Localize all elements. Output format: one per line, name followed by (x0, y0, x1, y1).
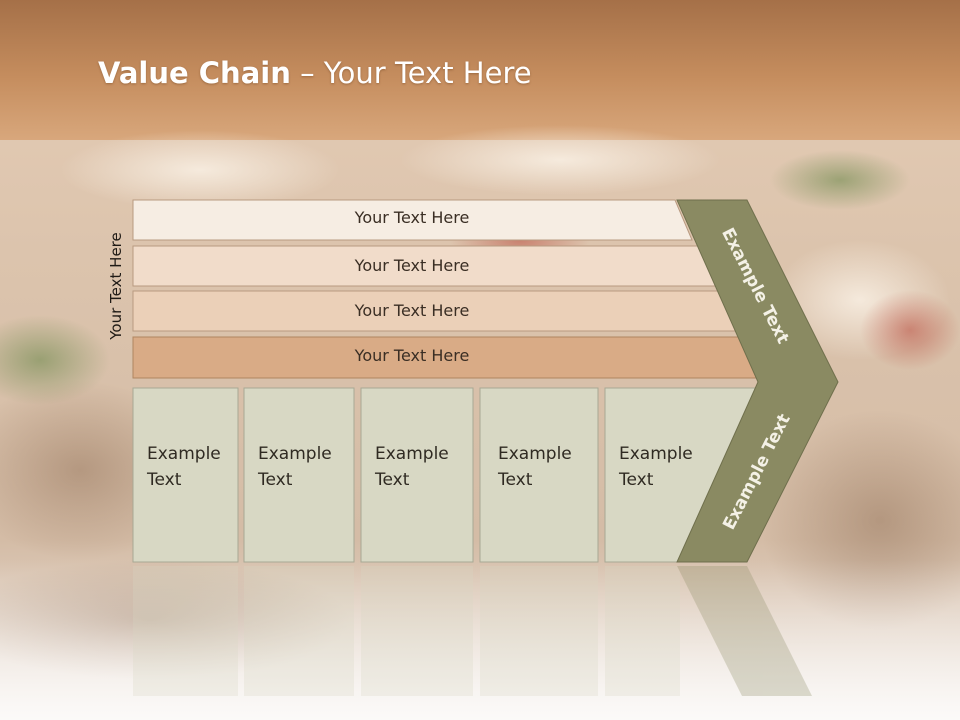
slide-title: Value Chain – Your Text Here (98, 56, 532, 90)
diagram-reflection (133, 566, 812, 696)
support-row-1[interactable] (132, 199, 693, 241)
title-rest: – Your Text Here (290, 56, 532, 90)
box-1-line-2: Text (147, 470, 182, 490)
box-2-line-1: Example (258, 444, 332, 464)
title-bold: Value Chain (98, 56, 291, 90)
box-3-line-1: Example (375, 444, 449, 464)
box-4-line-1: Example (498, 444, 572, 464)
support-row-4[interactable] (132, 336, 765, 379)
support-row-3[interactable] (132, 290, 740, 332)
primary-box-2[interactable] (243, 387, 355, 563)
box-5-line-2: Text (619, 470, 654, 490)
box-5-line-1: Example (619, 444, 693, 464)
side-label: Your Text Here (107, 232, 125, 340)
primary-box-4[interactable] (479, 387, 599, 563)
box-1-line-1: Example (147, 444, 221, 464)
primary-box-3[interactable] (360, 387, 474, 563)
margin-chevron[interactable] (676, 199, 839, 563)
box-3-line-2: Text (375, 470, 410, 490)
box-2-line-2: Text (258, 470, 293, 490)
support-row-2[interactable] (132, 245, 717, 287)
primary-box-1[interactable] (132, 387, 239, 563)
box-4-line-2: Text (498, 470, 533, 490)
